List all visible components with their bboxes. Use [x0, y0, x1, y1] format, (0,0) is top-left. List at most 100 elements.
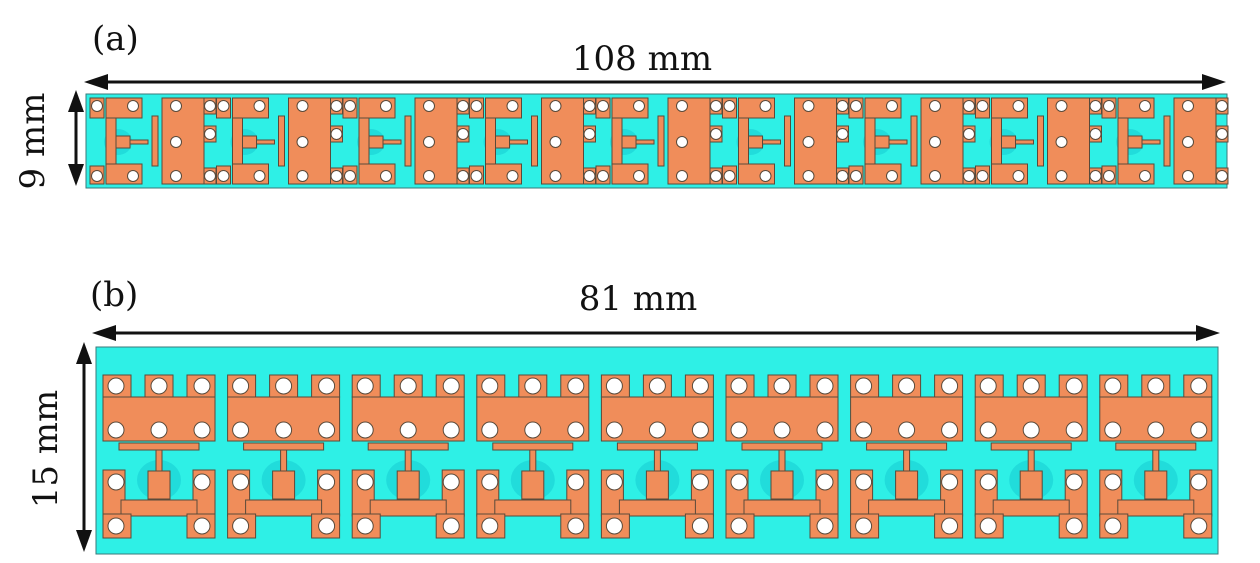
via-hole	[941, 517, 959, 535]
copper-pad	[794, 97, 837, 185]
via-hole	[1089, 128, 1102, 140]
via-hole	[549, 170, 562, 182]
via-hole	[730, 421, 748, 439]
via-hole	[802, 170, 815, 182]
via-hole	[193, 517, 211, 535]
copper-pad	[910, 115, 918, 167]
copper-pad	[115, 135, 131, 149]
copper-pad	[509, 139, 528, 145]
copper-pad	[129, 139, 149, 145]
unit-cell	[722, 97, 849, 185]
via-hole	[442, 377, 460, 395]
via-hole	[442, 421, 460, 439]
via-hole	[107, 421, 125, 439]
via-hole	[107, 473, 125, 491]
via-hole	[481, 517, 499, 535]
copper-pad	[618, 499, 696, 517]
via-hole	[898, 377, 916, 395]
via-hole	[1182, 100, 1194, 112]
via-hole	[836, 128, 849, 140]
via-hole	[91, 100, 103, 112]
copper-pad	[1037, 115, 1044, 167]
via-hole	[524, 377, 542, 395]
copper-pad	[1152, 449, 1160, 473]
copper-pad	[657, 115, 665, 167]
via-hole	[253, 170, 266, 182]
via-hole	[691, 421, 709, 439]
copper-pad	[404, 115, 412, 167]
via-hole	[470, 170, 483, 182]
copper-pad	[991, 117, 1002, 167]
via-hole	[193, 473, 211, 491]
via-hole	[567, 517, 585, 535]
via-hole	[886, 100, 898, 112]
copper-pad	[990, 442, 1072, 451]
copper-pad	[280, 449, 288, 473]
panel-b-width-label: 81 mm	[579, 279, 698, 319]
via-hole	[850, 170, 862, 182]
copper-pad	[105, 117, 117, 167]
via-hole	[597, 170, 609, 182]
via-hole	[318, 421, 336, 439]
copper-pad	[1015, 139, 1034, 145]
copper-pad	[1117, 117, 1129, 167]
panel-a-width-label: 108 mm	[572, 39, 712, 79]
unit-cell	[476, 374, 590, 539]
copper-pad	[382, 139, 402, 145]
unit-cell	[848, 97, 976, 185]
via-hole	[979, 473, 997, 491]
copper-pad	[635, 139, 655, 145]
copper-pad	[1001, 135, 1016, 149]
copper-pad	[494, 499, 572, 517]
via-hole	[802, 100, 815, 112]
unit-cell	[725, 374, 839, 539]
via-hole	[1190, 473, 1208, 491]
via-hole	[330, 170, 343, 182]
copper-pad	[738, 117, 749, 167]
copper-pad	[531, 115, 538, 167]
via-hole	[1022, 377, 1040, 395]
unit-cell	[600, 374, 714, 539]
via-hole	[296, 170, 309, 182]
via-hole	[170, 100, 182, 112]
copper-pad	[895, 470, 919, 500]
copper-pad	[485, 117, 496, 167]
copper-pad	[864, 117, 876, 167]
via-hole	[193, 377, 211, 395]
via-hole	[648, 421, 666, 439]
via-hole	[605, 473, 623, 491]
via-hole	[549, 136, 562, 148]
via-hole	[150, 421, 168, 439]
panel-b: (b) 81 mm 15 mm	[26, 275, 1220, 555]
via-hole	[633, 100, 645, 112]
via-hole	[648, 377, 666, 395]
copper-pad	[232, 117, 243, 167]
panel-b-unit-cells	[102, 374, 1213, 539]
via-hole	[941, 473, 959, 491]
unit-cell	[975, 97, 1102, 185]
copper-pad	[992, 499, 1070, 517]
copper-pad	[616, 442, 698, 451]
via-hole	[597, 100, 609, 112]
via-hole	[855, 421, 873, 439]
via-hole	[633, 170, 645, 182]
via-hole	[1147, 377, 1165, 395]
via-hole	[605, 517, 623, 535]
copper-pad	[243, 442, 325, 451]
via-hole	[232, 377, 250, 395]
copper-pad	[903, 449, 911, 473]
via-hole	[344, 100, 356, 112]
copper-pad	[866, 442, 948, 451]
via-hole	[170, 170, 182, 182]
via-hole	[506, 170, 519, 182]
via-hole	[855, 517, 873, 535]
copper-pad	[868, 499, 946, 517]
via-hole	[963, 100, 975, 112]
via-hole	[963, 128, 975, 140]
unit-cell	[351, 374, 465, 539]
via-hole	[296, 136, 309, 148]
unit-cell	[227, 374, 341, 539]
copper-pad	[414, 97, 458, 185]
via-hole	[481, 377, 499, 395]
